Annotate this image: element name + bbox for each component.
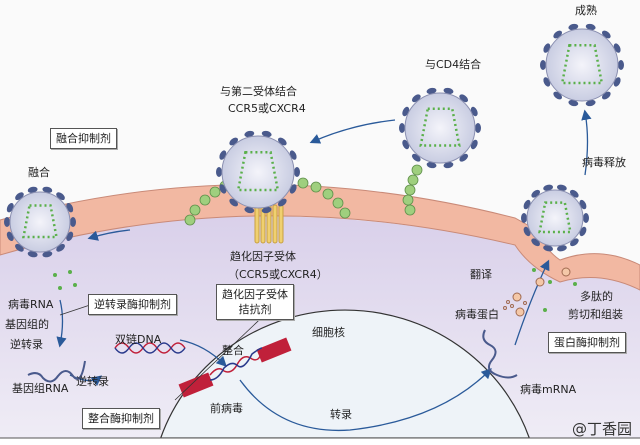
envelope-spike — [568, 99, 579, 107]
label-dsdna: 双链DNA — [115, 333, 162, 346]
label-fusion: 融合 — [28, 166, 50, 179]
envelope-spike — [443, 87, 454, 95]
envelope-spike — [543, 184, 554, 191]
virion-capsid — [538, 201, 572, 234]
virion-capsid — [236, 150, 280, 192]
label-polypeptide: 多肽的 — [580, 290, 613, 303]
nucleus — [159, 309, 531, 439]
label-viral-rna: 病毒RNA — [8, 298, 54, 311]
provirus-dna — [178, 337, 292, 398]
label-reverse-transcription: 逆转录 — [76, 375, 109, 388]
label-chemokine-receptor-types: （CCR5或CXCR4） — [228, 268, 328, 281]
label-integration: 整合 — [222, 344, 244, 357]
ccr-antagonist-box: 趋化因子受体拮抗剂 — [216, 284, 294, 320]
protease-inhibitor-box: 蛋白酶抑制剂 — [548, 332, 626, 353]
label-cleavage-assembly: 剪切和组装 — [568, 308, 623, 321]
label-coreceptor-types: CCR5或CXCR4 — [228, 102, 306, 115]
envelope-spike — [27, 251, 38, 258]
label-translation: 翻译 — [470, 268, 492, 281]
genomic-rna — [27, 360, 86, 383]
callout-lines — [59, 304, 276, 401]
watermark: @丁香园 — [571, 420, 632, 438]
virion-envelope — [526, 189, 584, 247]
double-strand-dna — [114, 342, 186, 354]
virion-envelope — [221, 135, 295, 209]
label-viral-mrna: 病毒mRNA — [520, 383, 577, 396]
virion-capsid — [560, 43, 604, 85]
envelope-spike — [475, 123, 481, 133]
envelope-spike — [521, 213, 527, 223]
envelope-spike — [261, 206, 272, 214]
green-dots — [53, 268, 577, 312]
label-viral-rna-3: 逆转录 — [10, 338, 43, 351]
fusing-virion — [4, 186, 76, 258]
cd4-bound-virion — [399, 87, 481, 169]
label-coreceptor-binding: 与第二受体结合 — [220, 85, 297, 98]
label-viral-rna-2: 基因组的 — [5, 318, 49, 331]
fusion-inhibitor-box: 融合抑制剂 — [50, 128, 117, 149]
envelope-spike — [4, 217, 10, 227]
virion-envelope — [9, 191, 71, 253]
envelope-spike — [216, 167, 222, 177]
virion-capsid — [21, 204, 59, 239]
label-transcription: 转录 — [330, 408, 352, 421]
envelope-spike — [70, 217, 76, 227]
envelope-spike — [568, 23, 579, 31]
virion-envelope — [545, 28, 619, 102]
ccr-antagonist-line1: 趋化因子受体 — [222, 288, 288, 301]
cell-membrane — [0, 184, 640, 291]
envelope-spike — [543, 245, 554, 252]
ccr-antagonist-line2: 拮抗剂 — [238, 303, 272, 316]
envelope-spike — [426, 87, 437, 95]
envelope-spike — [244, 206, 255, 214]
envelope-spike — [540, 60, 546, 70]
envelope-spike — [261, 130, 272, 138]
envelope-spike — [426, 161, 437, 169]
envelope-spike — [244, 130, 255, 138]
label-viral-protein: 病毒蛋白 — [455, 308, 499, 321]
integrase-inhibitor-box: 整合酶抑制剂 — [82, 408, 160, 429]
envelope-spike — [556, 184, 567, 191]
envelope-spike — [585, 23, 596, 31]
viral-proteins — [503, 267, 571, 317]
envelope-spike — [443, 161, 454, 169]
rt-inhibitor-box: 逆转录酶抑制剂 — [88, 294, 177, 315]
envelope-spike — [42, 186, 53, 193]
label-chemokine-receptor: 趋化因子受体 — [230, 250, 296, 263]
envelope-spike — [42, 251, 53, 258]
coreceptor-bound-virion — [216, 130, 300, 214]
process-arrows — [56, 109, 592, 432]
label-release: 病毒释放 — [582, 156, 626, 169]
label-nucleus: 细胞核 — [312, 326, 345, 339]
mature-virion — [540, 23, 624, 107]
label-provirus: 前病毒 — [210, 402, 243, 415]
envelope-spike — [556, 245, 567, 252]
label-genomic-rna: 基因组RNA — [12, 382, 69, 395]
label-mature: 成熟 — [575, 4, 597, 17]
viral-mrna — [482, 329, 518, 379]
virion-capsid — [419, 107, 461, 147]
envelope-spike — [618, 60, 624, 70]
envelope-spike — [585, 99, 596, 107]
virion-envelope — [404, 92, 476, 164]
envelope-spike — [294, 167, 300, 177]
envelope-spike — [583, 213, 589, 223]
budding-virion — [521, 184, 589, 252]
label-cd4-binding: 与CD4结合 — [425, 58, 482, 71]
envelope-spike — [399, 123, 405, 133]
chemokine-receptor — [254, 204, 284, 244]
envelope-spike — [27, 186, 38, 193]
